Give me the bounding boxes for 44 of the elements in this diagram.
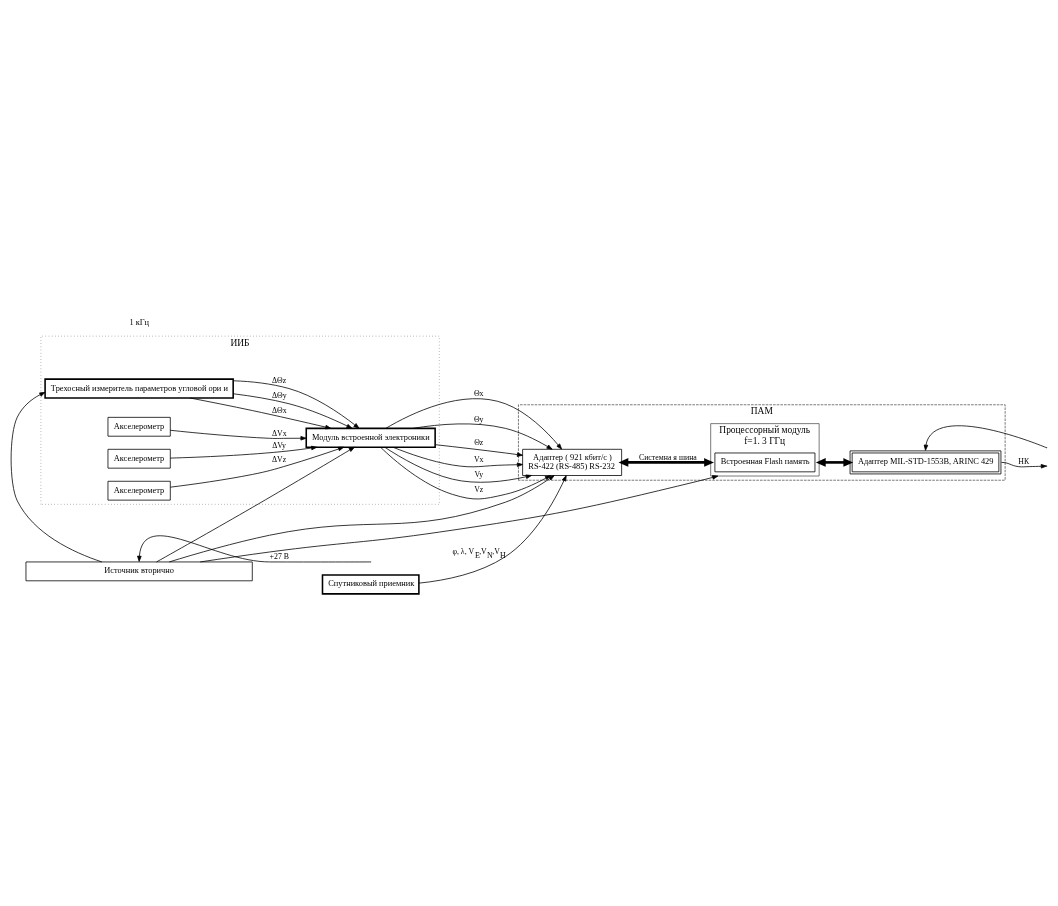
arrow <box>199 474 719 562</box>
node-box: Спутниковый приемник <box>321 573 420 595</box>
arrow <box>232 379 360 429</box>
arrow <box>232 392 353 429</box>
edge-label: ΔVx <box>271 428 287 438</box>
arrow <box>170 446 344 488</box>
edge-label: ΔΘy <box>271 390 287 400</box>
label: 1 кГц <box>129 317 150 327</box>
arrow <box>385 397 563 449</box>
edge-label: Θz <box>474 437 484 447</box>
arrow <box>815 457 854 467</box>
edge-label: Vz <box>474 484 484 494</box>
arrow <box>380 446 551 499</box>
arrow <box>412 423 553 450</box>
arrow <box>392 446 523 467</box>
arrow <box>156 446 355 562</box>
edge-label: ΔVz <box>271 454 287 464</box>
edge-label: ΔΘx <box>271 405 287 415</box>
node-box: Акселерометр <box>107 416 171 437</box>
arrow <box>10 391 103 562</box>
edge-label: Системна я шина <box>638 452 697 462</box>
node-box: Акселерометр <box>107 448 171 469</box>
node-box: Трехосный измеритель параметров угловой ори и <box>44 377 234 399</box>
arrow <box>169 445 318 458</box>
arrow <box>618 457 714 467</box>
arrow <box>169 429 307 440</box>
edge-label: НК <box>1018 456 1030 466</box>
arrow <box>189 397 332 429</box>
edge-label: ΔΘz <box>271 375 287 385</box>
arrow <box>137 534 371 562</box>
arrow <box>168 474 555 562</box>
edge-label: Vx <box>473 454 484 464</box>
arrow <box>418 474 567 584</box>
edge-label: +27 В <box>269 551 290 561</box>
arrow <box>384 446 532 483</box>
node-box: Встроенная Flash память <box>714 452 816 472</box>
node-box: Акселерометр <box>107 480 171 501</box>
node-box: Адаптер ( 921 кбит/с ) RS-422 (RS-485) RS-232 <box>522 448 623 476</box>
edge-label: Θy <box>473 414 484 424</box>
edge-label: Vy <box>474 469 484 479</box>
arrow <box>434 443 523 457</box>
edge-label: Θx <box>473 388 484 398</box>
edge-label: ΔVy <box>272 440 286 450</box>
node-box: Источник вторично <box>25 561 253 581</box>
